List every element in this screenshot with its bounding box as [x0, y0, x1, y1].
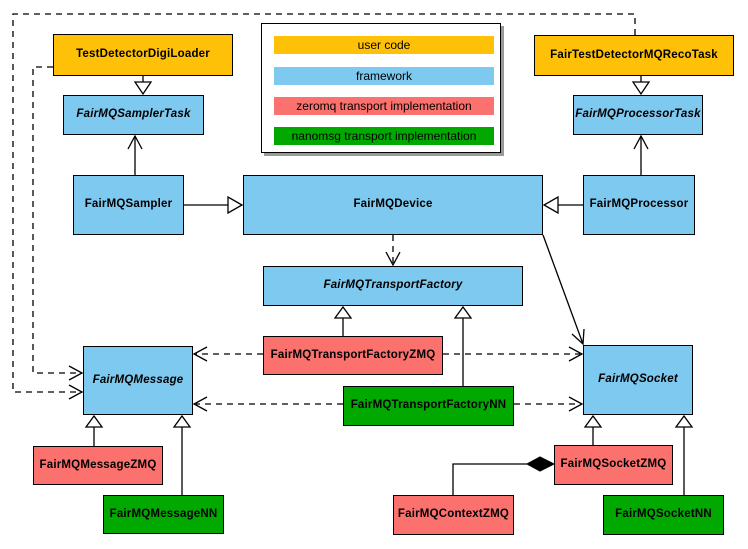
edge-fairmqtransportfactoryzmq-fairmqmessage [192, 346, 263, 362]
node-fairmq-message: FairMQMessage [83, 346, 193, 415]
legend-item-framework: framework [274, 67, 494, 85]
legend: user code framework zeromq transport imp… [261, 23, 501, 153]
node-fairmq-socket: FairMQSocket [583, 345, 693, 415]
node-fair-test-detector-mq-reco-task: FairTestDetectorMQRecoTask [534, 35, 734, 76]
edge-fairmqtransportfactoryzmq-fairmqtransportfactory [333, 305, 353, 336]
node-fairmq-socket-zmq: FairMQSocketZMQ [554, 445, 673, 485]
node-fairmq-socket-nn: FairMQSocketNN [603, 495, 724, 535]
legend-item-nanomsg: nanomsg transport implementation [274, 127, 494, 145]
edge-fairmqprocessor-fairmqprocessortask [633, 134, 649, 175]
edge-fairmqmessagezmq-fairmqmessage [84, 414, 104, 446]
legend-item-zeromq: zeromq transport implementation [274, 97, 494, 115]
edge-fairmqtransportfactorynn-fairmqmessage [192, 396, 343, 412]
edge-fairmqsocketzmq-fairmqsocket [583, 414, 603, 445]
edge-testdetectordigiloader-fairmqsamplertask [133, 76, 153, 96]
edge-fairtestdetectormqrecotask-fairmqprocessortask [631, 76, 651, 96]
edge-fairmqtransportfactorynn-fairmqtransportfactory [453, 305, 473, 386]
node-fairmq-processor: FairMQProcessor [583, 175, 695, 235]
edge-fairmqprocessor-fairmqdevice [542, 195, 583, 215]
edge-fairmqmessagenn-fairmqmessage [172, 414, 192, 495]
node-fairmq-sampler-task: FairMQSamplerTask [63, 95, 204, 135]
edge-testdetectordigiloader-fairmqmessage [32, 66, 84, 381]
legend-item-user-code: user code [274, 36, 494, 54]
edge-fairmqdevice-fairmqtransportfactory [385, 235, 401, 267]
edge-fairmqsocketnn-fairmqsocket [674, 414, 694, 495]
node-fairmq-message-zmq: FairMQMessageZMQ [33, 446, 163, 485]
node-fairmq-processor-task: FairMQProcessorTask [573, 95, 703, 135]
node-fairmq-transport-factory-zmq: FairMQTransportFactoryZMQ [263, 336, 443, 375]
edge-fairmqtransportfactoryzmq-fairmqsocket [443, 346, 584, 362]
edge-fairtestdetectormqrecotask-fairmqmessage [12, 13, 636, 400]
node-fairmq-context-zmq: FairMQContextZMQ [393, 495, 514, 535]
node-test-detector-digi-loader: TestDetectorDigiLoader [53, 34, 233, 76]
node-fairmq-device: FairMQDevice [243, 175, 543, 235]
edge-fairmqsampler-fairmqdevice [184, 195, 244, 215]
node-fairmq-sampler: FairMQSampler [73, 175, 184, 235]
edge-fairmqtransportfactorynn-fairmqsocket [514, 396, 584, 412]
edge-fairmqsampler-fairmqsamplertask [127, 134, 143, 175]
node-fairmq-transport-factory: FairMQTransportFactory [263, 266, 523, 306]
node-fairmq-message-nn: FairMQMessageNN [103, 495, 224, 534]
edge-fairmqdevice-fairmqsocket [542, 234, 585, 346]
edge-fairmqcontextzmq-fairmqsocketzmq [452, 456, 556, 495]
node-fairmq-transport-factory-nn: FairMQTransportFactoryNN [343, 386, 514, 426]
